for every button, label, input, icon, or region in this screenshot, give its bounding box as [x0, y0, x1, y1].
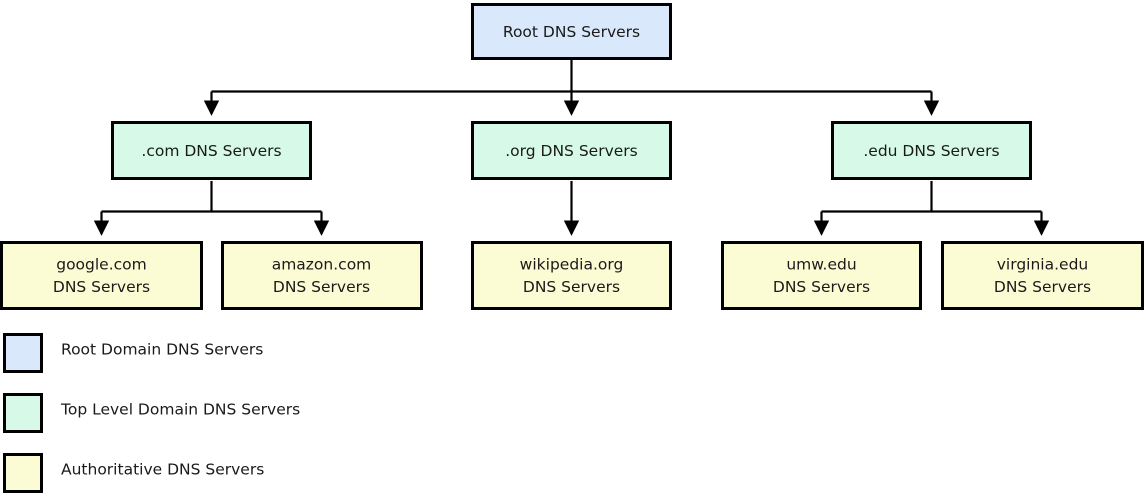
node-org-dns-servers-box[interactable] [471, 121, 672, 180]
node-root-dns-servers-box[interactable] [471, 3, 672, 60]
node-org-dns-servers[interactable]: .org DNS Servers [471, 121, 672, 180]
connector-group-root-to-tld [203, 60, 940, 116]
node-root-dns-servers[interactable]: Root DNS Servers [471, 3, 672, 60]
node-root-dns-servers-label: Root DNS Servers [503, 23, 640, 41]
node-umw-edu-dns-servers-label-line2: DNS Servers [773, 278, 870, 296]
connector-group-com-to-children [93, 181, 330, 236]
node-google-com-dns-servers-box[interactable] [0, 241, 203, 310]
node-edu-dns-servers[interactable]: .edu DNS Servers [831, 121, 1032, 180]
node-amazon-com-dns-servers-label-line1: amazon.com [272, 256, 372, 274]
node-google-com-dns-servers-label-line1: google.com [56, 256, 147, 274]
legend-label-authoritative: Authoritative DNS Servers [61, 461, 264, 479]
node-virginia-edu-dns-servers-box[interactable] [941, 241, 1144, 310]
node-wikipedia-org-dns-servers-label-line2: DNS Servers [523, 278, 620, 296]
node-google-com-dns-servers[interactable]: google.com DNS Servers [0, 241, 203, 310]
node-wikipedia-org-dns-servers-label-line1: wikipedia.org [520, 256, 624, 274]
node-virginia-edu-dns-servers-label-line2: DNS Servers [994, 278, 1091, 296]
legend-item-authoritative: Authoritative DNS Servers [3, 453, 264, 493]
legend-swatch-authoritative [3, 453, 43, 493]
node-com-dns-servers-box[interactable] [111, 121, 312, 180]
node-amazon-com-dns-servers[interactable]: amazon.com DNS Servers [221, 241, 423, 310]
node-umw-edu-dns-servers-label-line1: umw.edu [786, 256, 856, 274]
legend-label-root: Root Domain DNS Servers [61, 341, 263, 359]
legend-item-root: Root Domain DNS Servers [3, 333, 263, 373]
node-wikipedia-org-dns-servers-box[interactable] [471, 241, 672, 310]
legend-swatch-root [3, 333, 43, 373]
node-umw-edu-dns-servers-box[interactable] [721, 241, 922, 310]
node-org-dns-servers-label: .org DNS Servers [505, 142, 637, 160]
node-com-dns-servers-label: .com DNS Servers [141, 142, 281, 160]
node-wikipedia-org-dns-servers[interactable]: wikipedia.org DNS Servers [471, 241, 672, 310]
node-umw-edu-dns-servers[interactable]: umw.edu DNS Servers [721, 241, 922, 310]
legend-label-tld: Top Level Domain DNS Servers [60, 401, 300, 419]
connector-group-edu-to-children [813, 181, 1050, 236]
legend-swatch-tld [3, 393, 43, 433]
node-amazon-com-dns-servers-label-line2: DNS Servers [273, 278, 370, 296]
legend-item-tld: Top Level Domain DNS Servers [3, 393, 300, 433]
node-edu-dns-servers-box[interactable] [831, 121, 1032, 180]
node-virginia-edu-dns-servers[interactable]: virginia.edu DNS Servers [941, 241, 1144, 310]
node-com-dns-servers[interactable]: .com DNS Servers [111, 121, 312, 180]
node-amazon-com-dns-servers-box[interactable] [221, 241, 423, 310]
node-edu-dns-servers-label: .edu DNS Servers [863, 142, 999, 160]
node-google-com-dns-servers-label-line2: DNS Servers [53, 278, 150, 296]
legend: Root Domain DNS Servers Top Level Domain… [3, 333, 300, 493]
node-virginia-edu-dns-servers-label-line1: virginia.edu [997, 256, 1088, 274]
